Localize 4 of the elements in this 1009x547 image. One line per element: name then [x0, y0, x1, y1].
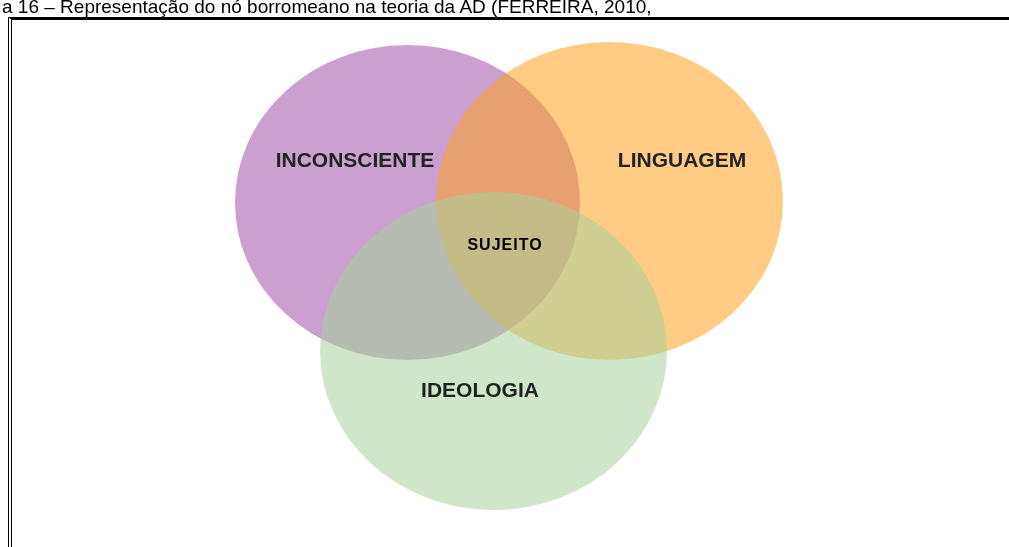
- set-label: IDEOLOGIA: [421, 378, 539, 402]
- set-label: LINGUAGEM: [617, 148, 747, 172]
- set-label: INCONSCIENTE: [275, 148, 435, 172]
- intersection-label: SUJEITO: [467, 236, 543, 254]
